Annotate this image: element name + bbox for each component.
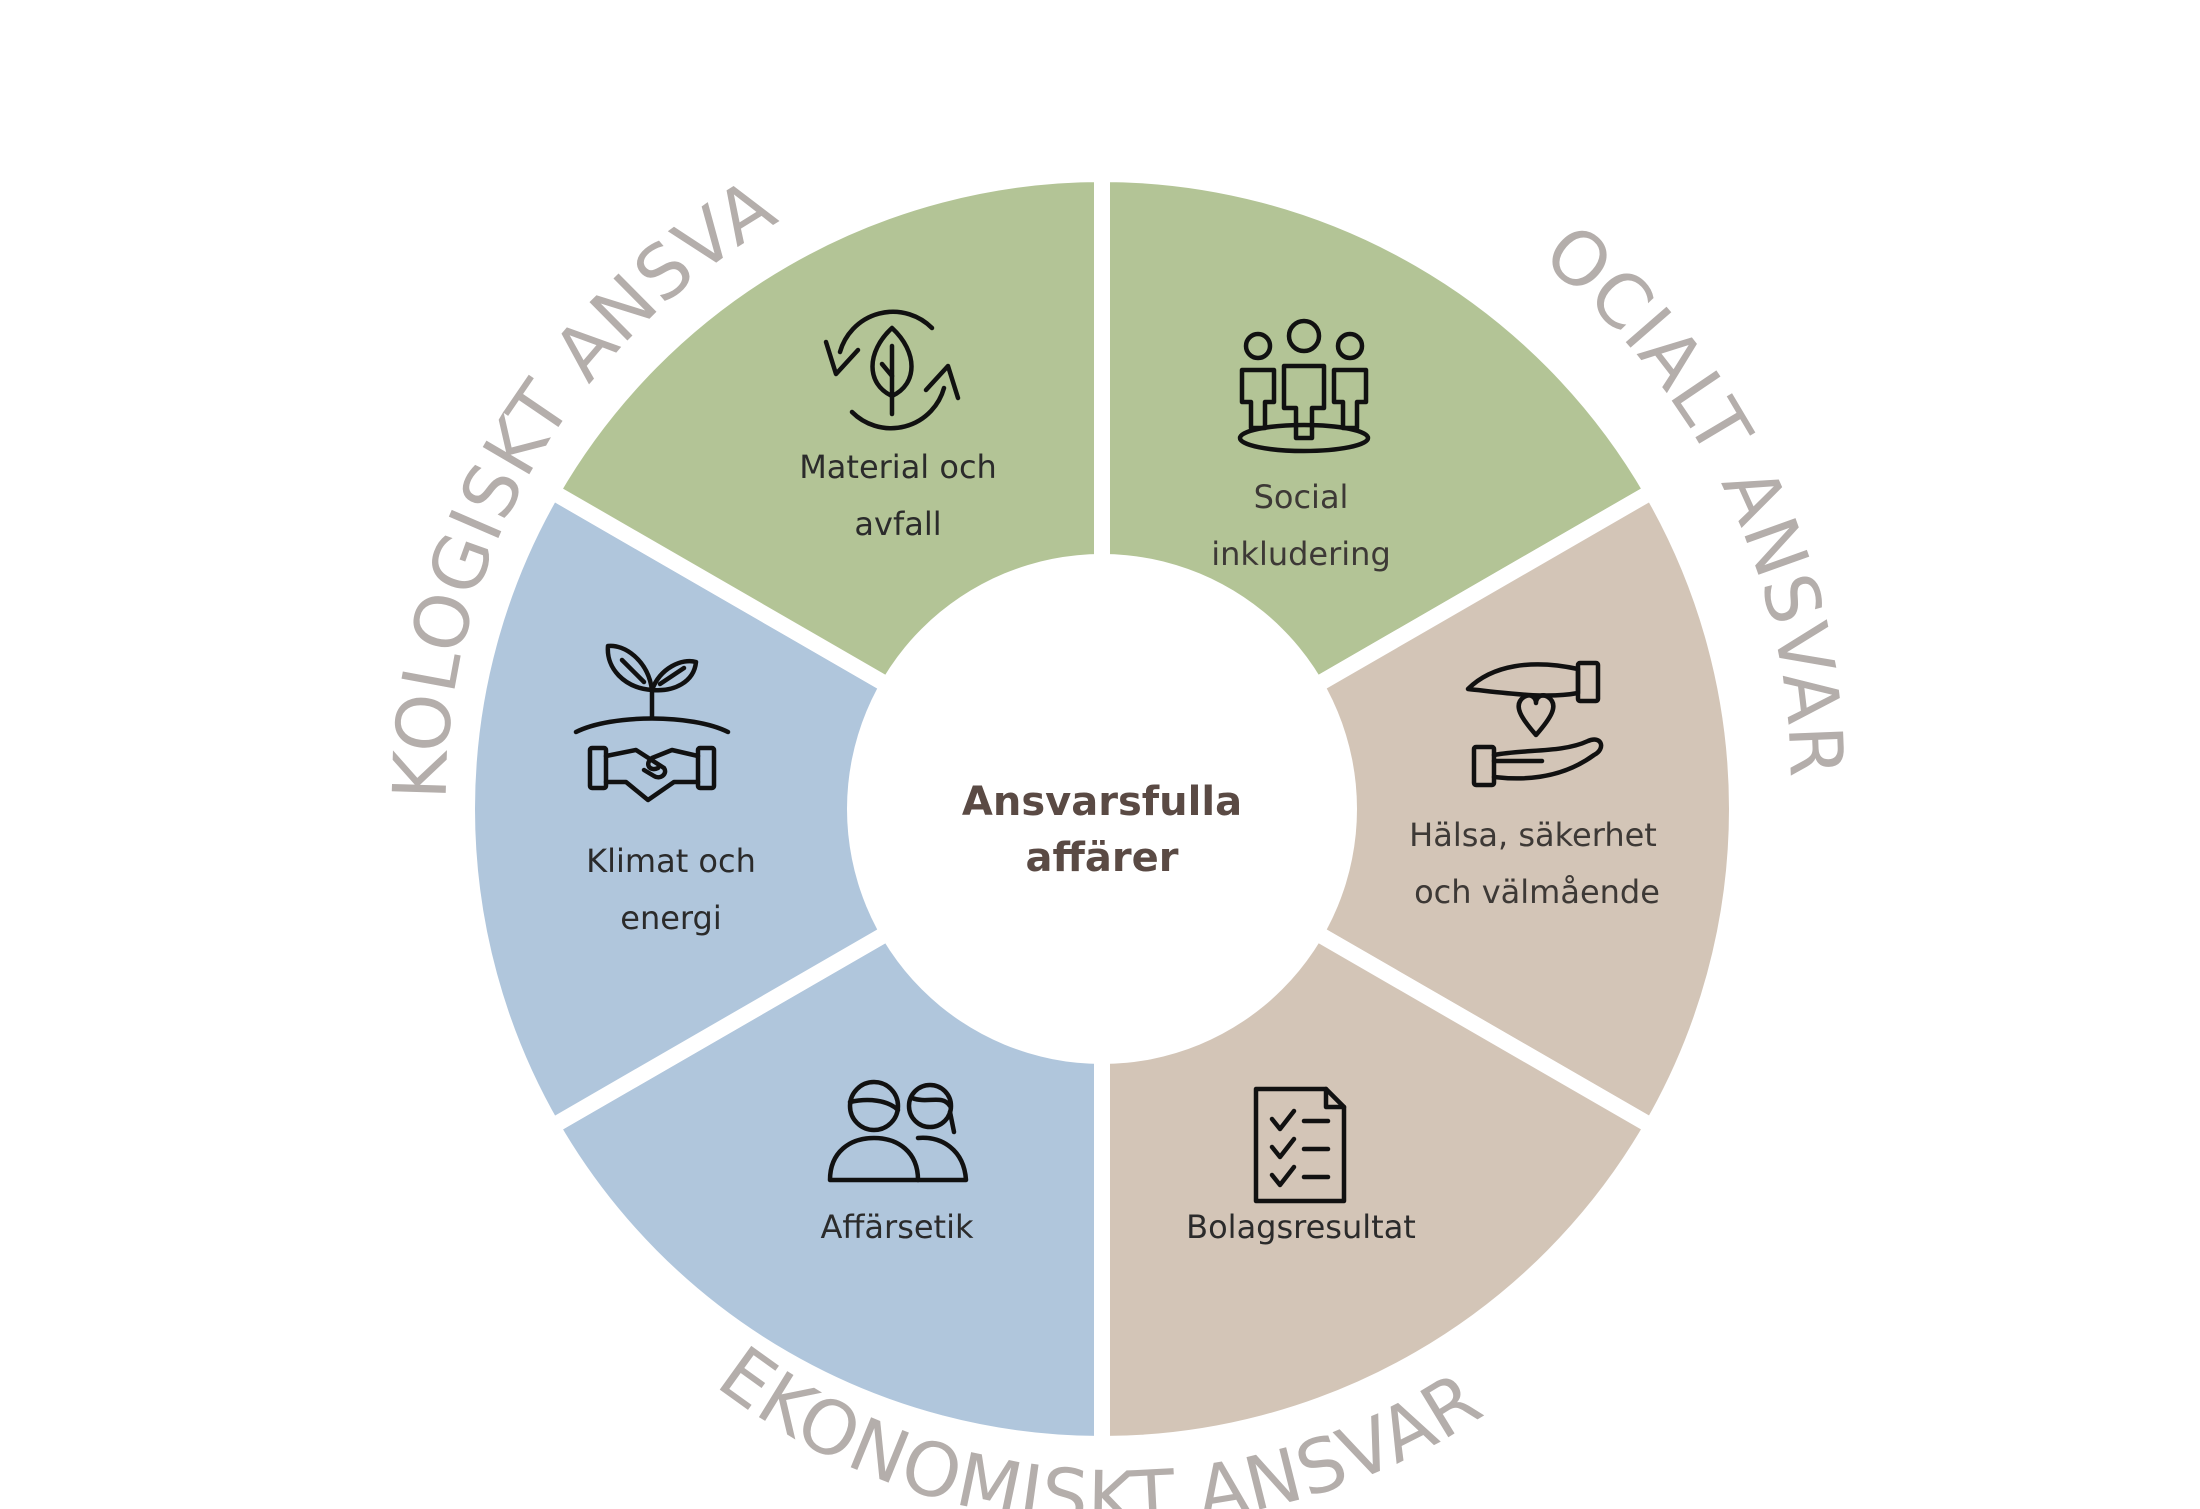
segment-label-material-line2: avfall [854, 505, 941, 543]
plant-handshake-icon [573, 643, 731, 803]
hands-heart-icon [1465, 660, 1604, 788]
segment-label-social-inclusion-line2: inkludering [1211, 535, 1391, 573]
segment-label-social-inclusion-line1: Social [1254, 478, 1349, 516]
segment-label-health-line2: och välmående [1414, 873, 1660, 911]
segments [459, 165, 1746, 1453]
segment-label-ethics: Affärsetik [820, 1208, 974, 1246]
center-circle [847, 554, 1357, 1064]
center-title-line1: Ansvarsfulla [962, 779, 1242, 825]
two-people-icon [827, 1079, 969, 1183]
segment-label-material-line1: Material och [799, 448, 997, 486]
checklist-icon [1253, 1086, 1347, 1204]
segment-label-climate-line2: energi [620, 899, 721, 937]
segment-label-health-line1: Hälsa, säkerhet [1409, 816, 1657, 854]
segment-label-climate-line1: Klimat och [586, 842, 756, 880]
people-group-icon [1237, 318, 1371, 454]
center-title-line2: affärer [1026, 835, 1179, 881]
recycle-leaf-icon [823, 309, 961, 431]
segment-label-results: Bolagsresultat [1186, 1208, 1416, 1246]
